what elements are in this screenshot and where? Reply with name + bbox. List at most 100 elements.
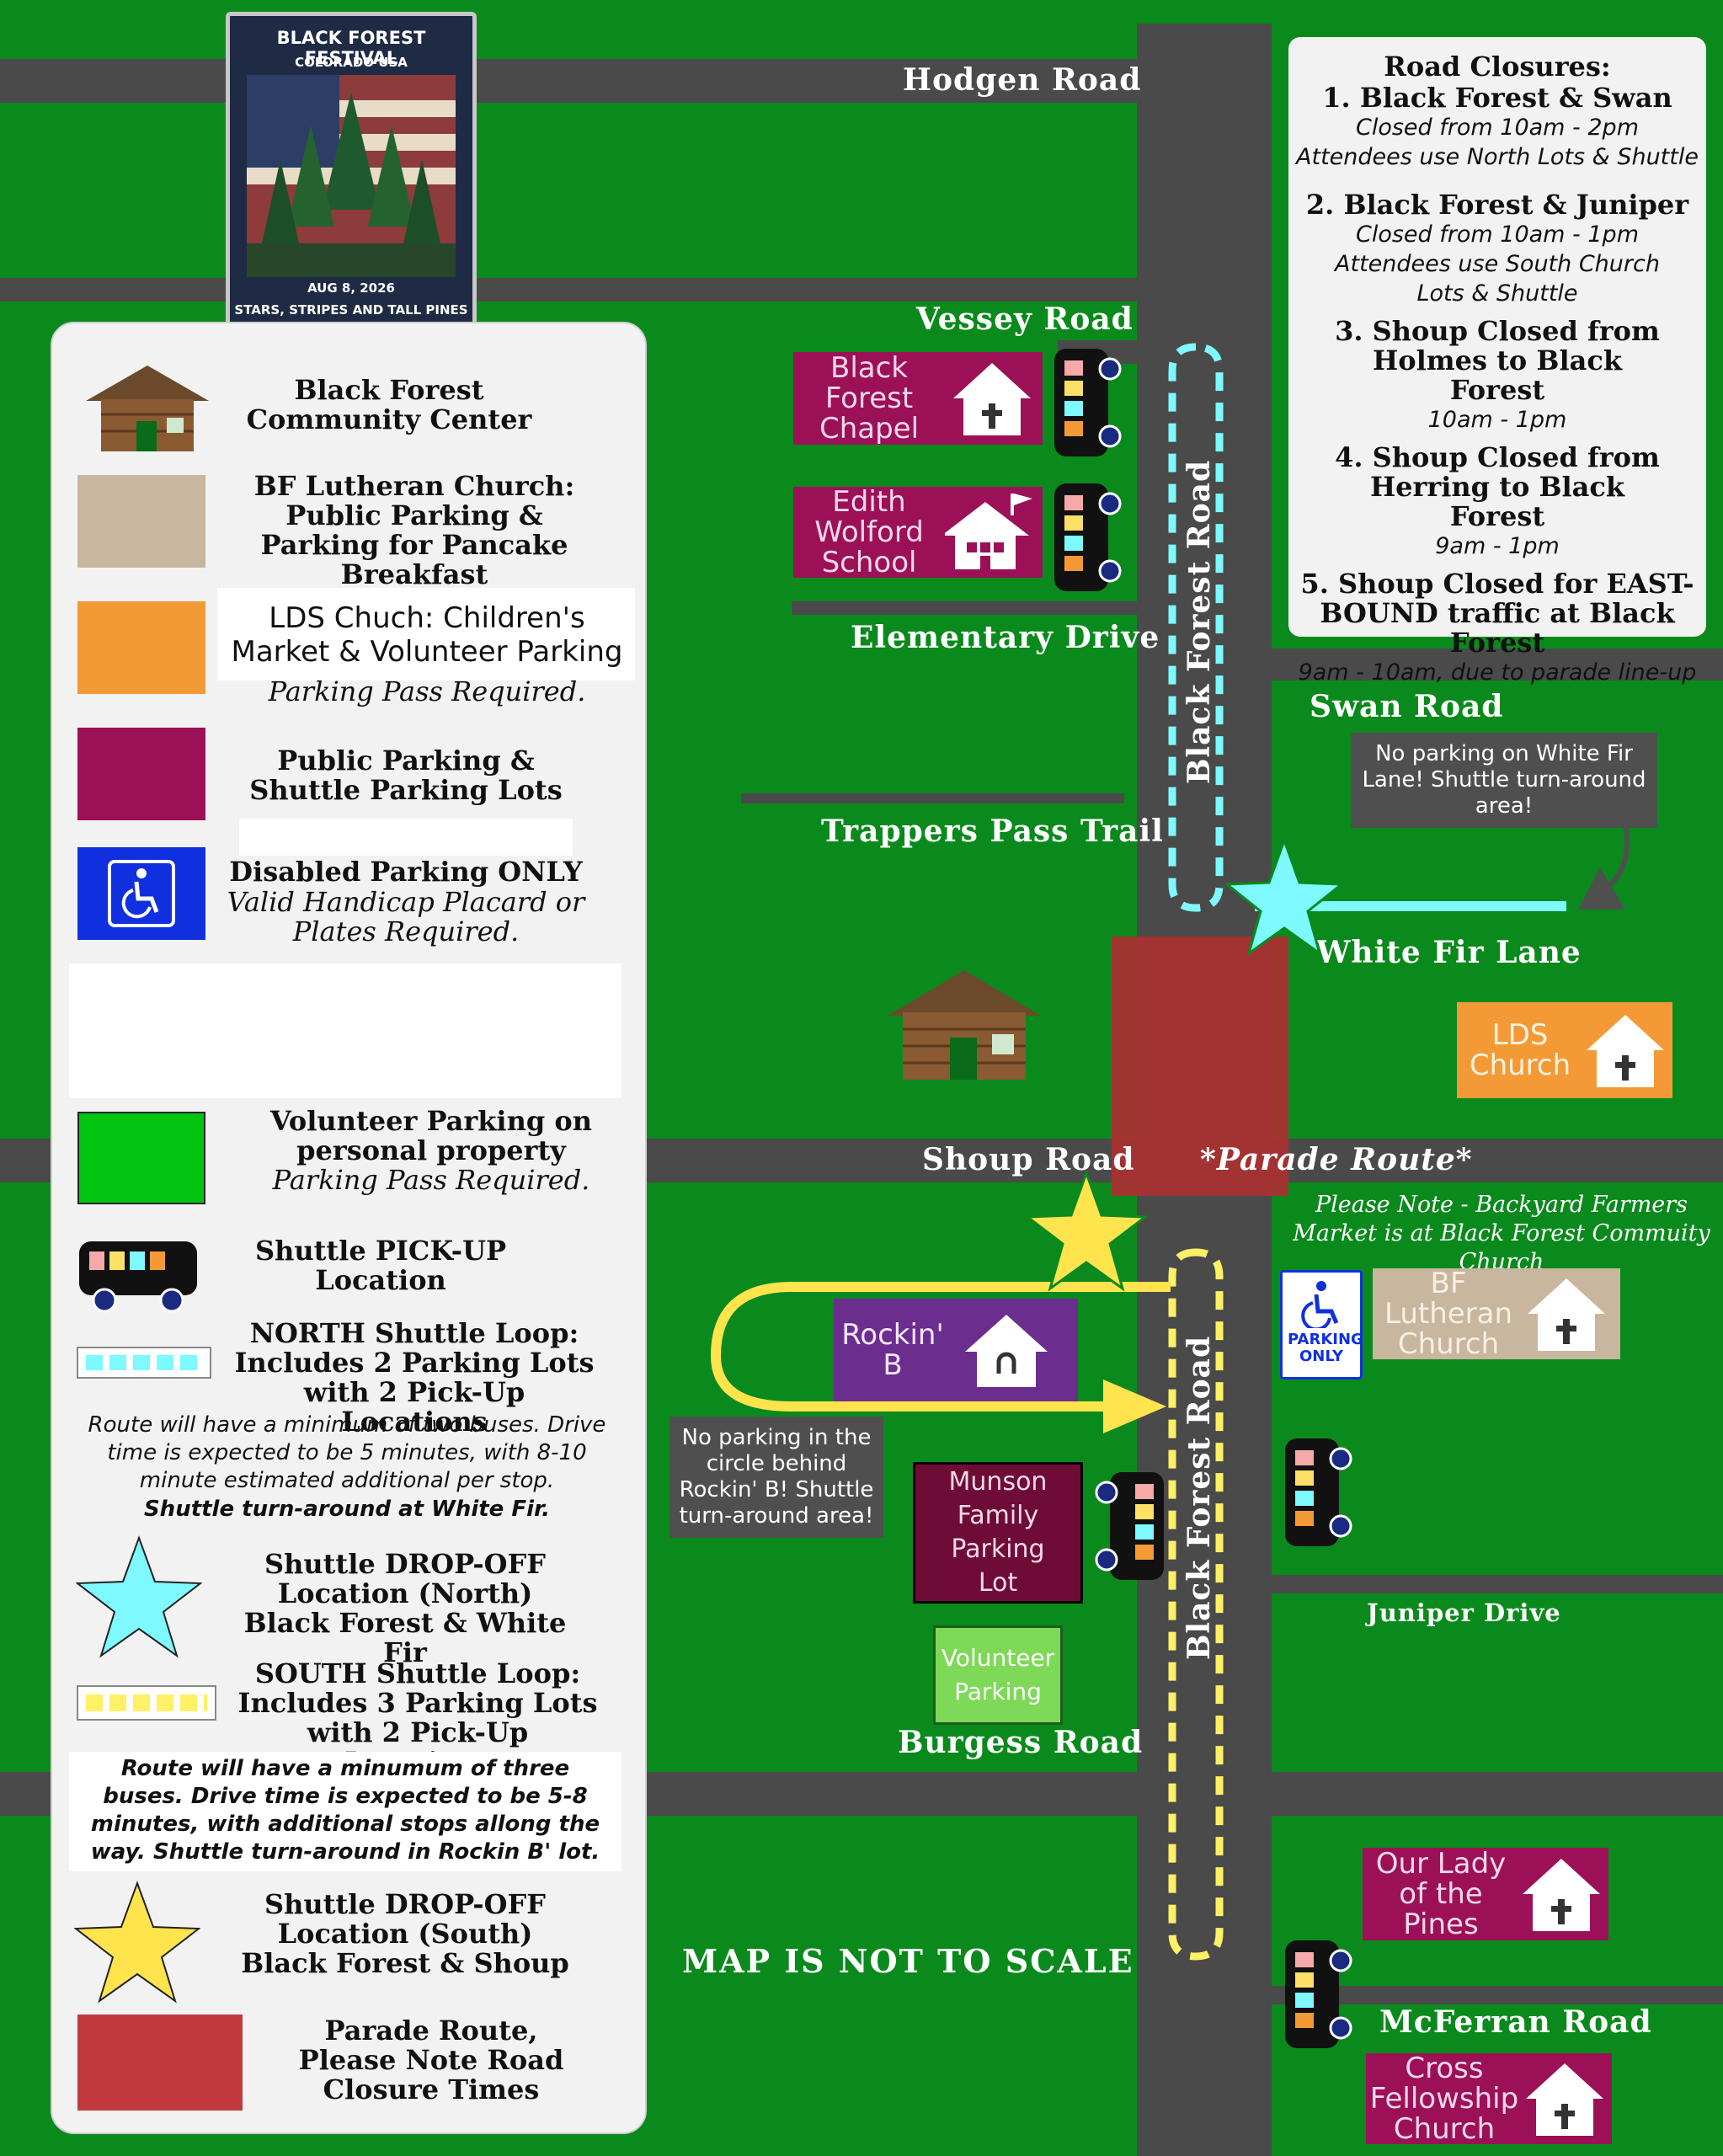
north-dropoff-star bbox=[1225, 836, 1343, 957]
shuttle-bus-icon bbox=[1054, 349, 1122, 456]
south-shuttle-loop bbox=[1168, 1248, 1224, 1961]
label-vessey-road: Vessey Road bbox=[916, 302, 1134, 337]
public-lot-swatch bbox=[77, 728, 205, 820]
legend-lds-box bbox=[217, 588, 635, 680]
closure-1-time: Closed from 10am - 2pm bbox=[1355, 115, 1639, 141]
logo-location: COLORADO USA bbox=[295, 55, 408, 70]
munson-name: Munson Family Parking Lot bbox=[948, 1467, 1048, 1598]
mcferran-road bbox=[1272, 1986, 1723, 2004]
closure-3-time: 10am - 1pm bbox=[1427, 407, 1567, 433]
legend-volunteer: Volunteer Parking on personal property bbox=[270, 1105, 592, 1166]
label-hodgen-road: Hodgen Road bbox=[903, 62, 1142, 98]
legend-volunteer-sub: Parking Pass Required. bbox=[272, 1164, 590, 1196]
black-forest-chapel-lot: Black Forest Chapel bbox=[793, 352, 1043, 445]
shuttle-bus-icon bbox=[1285, 1438, 1352, 1546]
legend-pickup: Shuttle PICK-UP Location bbox=[254, 1235, 507, 1296]
church-icon bbox=[1528, 1278, 1605, 1351]
cabin-icon bbox=[86, 366, 209, 451]
cross-name: Cross Fellowship Church bbox=[1369, 2052, 1519, 2146]
volunteer-name: Volunteer Parking bbox=[941, 1644, 1055, 1705]
north-dropoff-star bbox=[76, 1535, 202, 1658]
bf-lutheran-church-lot: BF Lutheran Church bbox=[1373, 1268, 1620, 1359]
legend-community-center: Black Forest Community Center bbox=[246, 374, 532, 435]
shuttle-bus-icon bbox=[1054, 483, 1122, 591]
trappers-pass-trail bbox=[741, 793, 1124, 803]
horseshoe-house-icon bbox=[965, 1315, 1048, 1387]
closure-5-head: 5. Shoup Closed for EAST-BOUND traffic a… bbox=[1300, 568, 1694, 659]
lds-church-lot: LDS Church bbox=[1457, 1002, 1672, 1098]
closure-4-time: 9am - 1pm bbox=[1435, 533, 1560, 559]
legend-south-loop-box bbox=[69, 1752, 621, 1871]
volunteer-swatch bbox=[77, 1112, 205, 1204]
shuttle-bus-icon bbox=[1095, 1472, 1164, 1580]
closure-2-head: 2. Black Forest & Juniper bbox=[1305, 189, 1689, 221]
closure-5-time: 9am - 10am, due to parade line-up bbox=[1298, 659, 1697, 686]
edith-wolford-school-lot: Edith Wolford School bbox=[793, 487, 1043, 578]
legend-public: Public Parking & Shuttle Parking Lots bbox=[249, 744, 563, 806]
rockin-b-lot: Rockin' B bbox=[834, 1299, 1078, 1401]
legend-lds: LDS Chuch: Children's Market & Volunteer… bbox=[231, 601, 623, 669]
legend-lutheran: BF Lutheran Church: Public Parking & Par… bbox=[253, 470, 575, 590]
parking-only-label: PARKING ONLY bbox=[1288, 1331, 1363, 1365]
closure-2-time: Closed from 10am - 1pm bbox=[1355, 221, 1639, 248]
legend-dropoff-north: Shuttle DROP-OFF Location (North) Black … bbox=[243, 1548, 567, 1668]
north-shuttle-loop bbox=[1168, 343, 1224, 912]
label-mcferran-road: McFerran Road bbox=[1379, 2004, 1652, 2040]
closure-1-head: 1. Black Forest & Swan bbox=[1322, 82, 1672, 114]
label-parade-route: *Parade Route* bbox=[1200, 1142, 1473, 1177]
farmers-market-note: Please Note - Backyard Farmers Market is… bbox=[1293, 1192, 1710, 1275]
legend-south-loop-sub: Route will have a minumum of three buses… bbox=[90, 1756, 600, 1865]
label-trappers-pass-trail: Trappers Pass Trail bbox=[821, 814, 1164, 849]
wheelchair-icon bbox=[108, 860, 175, 927]
disabled-parking-sign: PARKING ONLY bbox=[1280, 1270, 1363, 1380]
legend-panel: Black Forest Community Center BF Luthera… bbox=[51, 322, 647, 2134]
lds-name: LDS Church bbox=[1469, 1018, 1571, 1082]
juniper-drive bbox=[1272, 1575, 1723, 1593]
church-icon bbox=[1523, 1859, 1600, 1931]
south-dropoff-star bbox=[1023, 1169, 1150, 1292]
legend-lds-sub: Parking Pass Required. bbox=[268, 675, 586, 707]
legend-blank-box bbox=[69, 963, 621, 1098]
lds-swatch bbox=[77, 601, 205, 694]
logo-tagline: STARS, STRIPES AND TALL PINES bbox=[234, 302, 468, 318]
parade-route bbox=[1112, 937, 1288, 1196]
festival-logo: BLACK FOREST FESTIVAL COLORADO USA AUG 8… bbox=[226, 12, 477, 340]
cross-fellowship-church-lot: Cross Fellowship Church bbox=[1366, 2053, 1612, 2144]
logo-art bbox=[247, 75, 456, 277]
legend-blank-strip bbox=[239, 819, 573, 856]
south-loop-swatch bbox=[77, 1685, 216, 1721]
closure-1-note: Attendees use North Lots & Shuttle bbox=[1296, 144, 1699, 170]
closure-2-note2: Lots & Shuttle bbox=[1416, 280, 1578, 307]
logo-date: AUG 8, 2026 bbox=[307, 280, 395, 296]
parade-swatch bbox=[77, 2015, 243, 2111]
our-lady-name: Our Lady of the Pines bbox=[1375, 1847, 1507, 1941]
label-burgess-road: Burgess Road bbox=[898, 1725, 1144, 1760]
closure-3-head: 3. Shoup Closed from Holmes to Black For… bbox=[1335, 315, 1660, 406]
map-scale-note: MAP IS NOT TO SCALE bbox=[682, 1942, 1134, 1980]
munson-family-lot: Munson Family Parking Lot bbox=[913, 1462, 1083, 1604]
swan-road bbox=[1272, 648, 1723, 680]
shuttle-bus-icon bbox=[79, 1241, 197, 1313]
label-juniper-drive: Juniper Drive bbox=[1367, 1598, 1561, 1627]
legend-dropoff-south: Shuttle DROP-OFF Location (South) Black … bbox=[241, 1888, 569, 1979]
volunteer-parking-lot: Volunteer Parking bbox=[933, 1625, 1063, 1725]
label-elementary-drive: Elementary Drive bbox=[851, 620, 1160, 655]
logo-top-text: BLACK FOREST FESTIVAL bbox=[276, 28, 426, 68]
label-white-fir-lane: White Fir Lane bbox=[1316, 935, 1582, 970]
church-icon bbox=[953, 363, 1031, 435]
closure-2-note: Attendees use South Church bbox=[1335, 251, 1660, 277]
hodgen-road bbox=[0, 59, 1137, 103]
legend-parade: Parade Route, Please Note Road Closure T… bbox=[298, 2015, 564, 2105]
legend-north-loop-sub: Route will have a minimum of two buses. … bbox=[88, 1412, 606, 1493]
legend-disabled-sub: Valid Handicap Placard or Plates Require… bbox=[227, 886, 585, 947]
rockin-b-turnaround-arrow bbox=[710, 1282, 1171, 1433]
lutheran-swatch bbox=[77, 475, 205, 568]
our-lady-of-the-pines-lot: Our Lady of the Pines bbox=[1363, 1848, 1608, 1940]
legend-north-loop-sub2: Shuttle turn-around at White Fir. bbox=[143, 1497, 551, 1522]
church-icon bbox=[1587, 1015, 1664, 1087]
south-dropoff-star bbox=[74, 1881, 200, 2004]
school-name: Edith Wolford School bbox=[814, 485, 924, 579]
school-icon bbox=[945, 494, 1032, 569]
legend-north-loop: NORTH Shuttle Loop: Includes 2 Parking L… bbox=[234, 1317, 595, 1438]
elementary-drive bbox=[792, 601, 1137, 615]
